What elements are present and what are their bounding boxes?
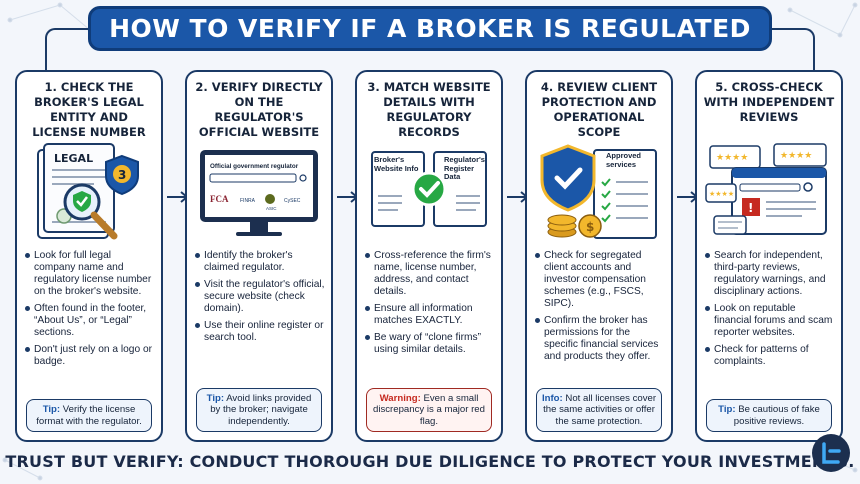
bullet-item: Don't just rely on a logo or badge. [25, 344, 155, 368]
title-connector-right [737, 28, 815, 72]
brand-logo-icon [812, 434, 850, 472]
bullet-item: Look for full legal company name and reg… [25, 250, 155, 298]
step-title: 2. VERIFY DIRECTLY ON THE REGULATOR'S OF… [195, 80, 323, 139]
note-label: Tip: [206, 392, 225, 404]
regulator-logo-asic: ASIC [266, 206, 277, 211]
bullet-item: Confirm the broker has permissions for t… [535, 315, 665, 363]
bullet-item: Be wary of “clone firms” using similar d… [365, 332, 495, 356]
note-text: Be cautious of fake positive reviews. [733, 404, 820, 427]
tip-note: Tip: Avoid links provided by the broker;… [196, 387, 322, 432]
svg-text:★★★★: ★★★★ [780, 151, 812, 161]
step-title: 3. MATCH WEBSITE DETAILS WITH REGULATORY… [367, 80, 491, 139]
legal-document-magnifier-icon: LEGAL 3 [17, 134, 161, 250]
svg-text:!: ! [748, 201, 753, 215]
bullet-item: Check for segregated client accounts and… [535, 250, 665, 310]
info-note: Info: Not all licenses cover the same ac… [536, 387, 662, 432]
regulator-logo-fca: FCA [210, 194, 229, 204]
svg-text:★★★★: ★★★★ [716, 153, 748, 163]
title-connector-left [45, 28, 123, 72]
shield-coins-checklist-icon: Approved services $ [527, 134, 671, 250]
bullet-item: Check for patterns of complaints. [705, 344, 835, 368]
steps-row: 1. CHECK THE BROKER'S LEGAL ENTITY AND L… [15, 70, 845, 445]
note-text: Verify the license format with the regul… [36, 404, 142, 427]
tip-note: Tip: Verify the license format with the … [26, 399, 152, 432]
regulator-logo-finra: FINRA [240, 198, 256, 204]
bullet-item: Visit the regulator's official, secure w… [195, 279, 325, 315]
step-bullets: Identify the broker's claimed regulator.… [187, 250, 331, 344]
note-text: Not all licenses cover the same activiti… [543, 392, 657, 427]
step-title: 1. CHECK THE BROKER'S LEGAL ENTITY AND L… [32, 80, 146, 139]
note-label: Tip: [718, 404, 736, 415]
bullet-item: Cross-reference the firm's name, license… [365, 250, 495, 298]
step-bullets: Cross-reference the firm's name, license… [357, 250, 501, 356]
bullet-item: Often found in the footer, “About Us”, o… [25, 303, 155, 339]
bullet-item: Ensure all information matches EXACTLY. [365, 303, 495, 327]
step-bullets: Check for segregated client accounts and… [527, 250, 671, 363]
regulator-logo-cysec: CySEC [284, 198, 301, 204]
note-text: Even a small discrepancy is a major red … [373, 392, 485, 427]
bullet-item: Look on reputable financial forums and s… [705, 303, 835, 339]
right-doc-label: Regulator's Register Data [444, 156, 485, 181]
tip-note: Tip: Be cautious of fake positive review… [706, 399, 832, 432]
note-text: Avoid links provided by the broker; navi… [210, 392, 312, 427]
bullet-item: Use their online register or search tool… [195, 320, 325, 344]
compare-documents-icon: Broker's Website Info Regulator's Regist… [357, 134, 501, 250]
svg-text:$: $ [586, 220, 594, 234]
monitor-website-icon: Official government regulator FCA FINRA … [187, 134, 331, 250]
footer-banner: TRUST BUT VERIFY: CONDUCT THOROUGH DUE D… [0, 452, 860, 471]
bullet-item: Search for independent, third-party revi… [705, 250, 835, 298]
step-bullets: Look for full legal company name and reg… [17, 250, 161, 368]
step-card-4: 4. REVIEW CLIENT PROTECTION AND OPERATIO… [525, 70, 673, 442]
bullet-item: Identify the broker's claimed regulator. [195, 250, 325, 274]
doc-legal-label: LEGAL [54, 152, 93, 165]
svg-text:★★★★: ★★★★ [709, 190, 734, 198]
checklist-title: Approved services [606, 152, 642, 169]
left-doc-label: Broker's Website Info [374, 156, 419, 173]
step-title: 5. CROSS-CHECK WITH INDEPENDENT REVIEWS [703, 80, 835, 124]
step-card-3: 3. MATCH WEBSITE DETAILS WITH REGULATORY… [355, 70, 503, 442]
badge-number: 3 [118, 168, 126, 182]
reviews-browser-icon: ★★★★ ★★★★ ! ★★★★ [697, 134, 841, 250]
note-label: Info: [541, 392, 563, 404]
step-card-1: 1. CHECK THE BROKER'S LEGAL ENTITY AND L… [15, 70, 163, 442]
warning-note: Warning: Even a small discrepancy is a m… [366, 387, 492, 432]
page-title: HOW TO VERIFY IF A BROKER IS REGULATED [88, 6, 772, 51]
step-title: 4. REVIEW CLIENT PROTECTION AND OPERATIO… [540, 80, 658, 139]
screen-heading: Official government regulator [210, 163, 299, 170]
step-card-5: 5. CROSS-CHECK WITH INDEPENDENT REVIEWS … [695, 70, 843, 442]
step-bullets: Search for independent, third-party revi… [697, 250, 841, 368]
note-label: Warning: [379, 392, 421, 404]
note-label: Tip: [42, 404, 61, 415]
step-card-2: 2. VERIFY DIRECTLY ON THE REGULATOR'S OF… [185, 70, 333, 442]
footer-text: TRUST BUT VERIFY: CONDUCT THOROUGH DUE D… [5, 452, 855, 471]
